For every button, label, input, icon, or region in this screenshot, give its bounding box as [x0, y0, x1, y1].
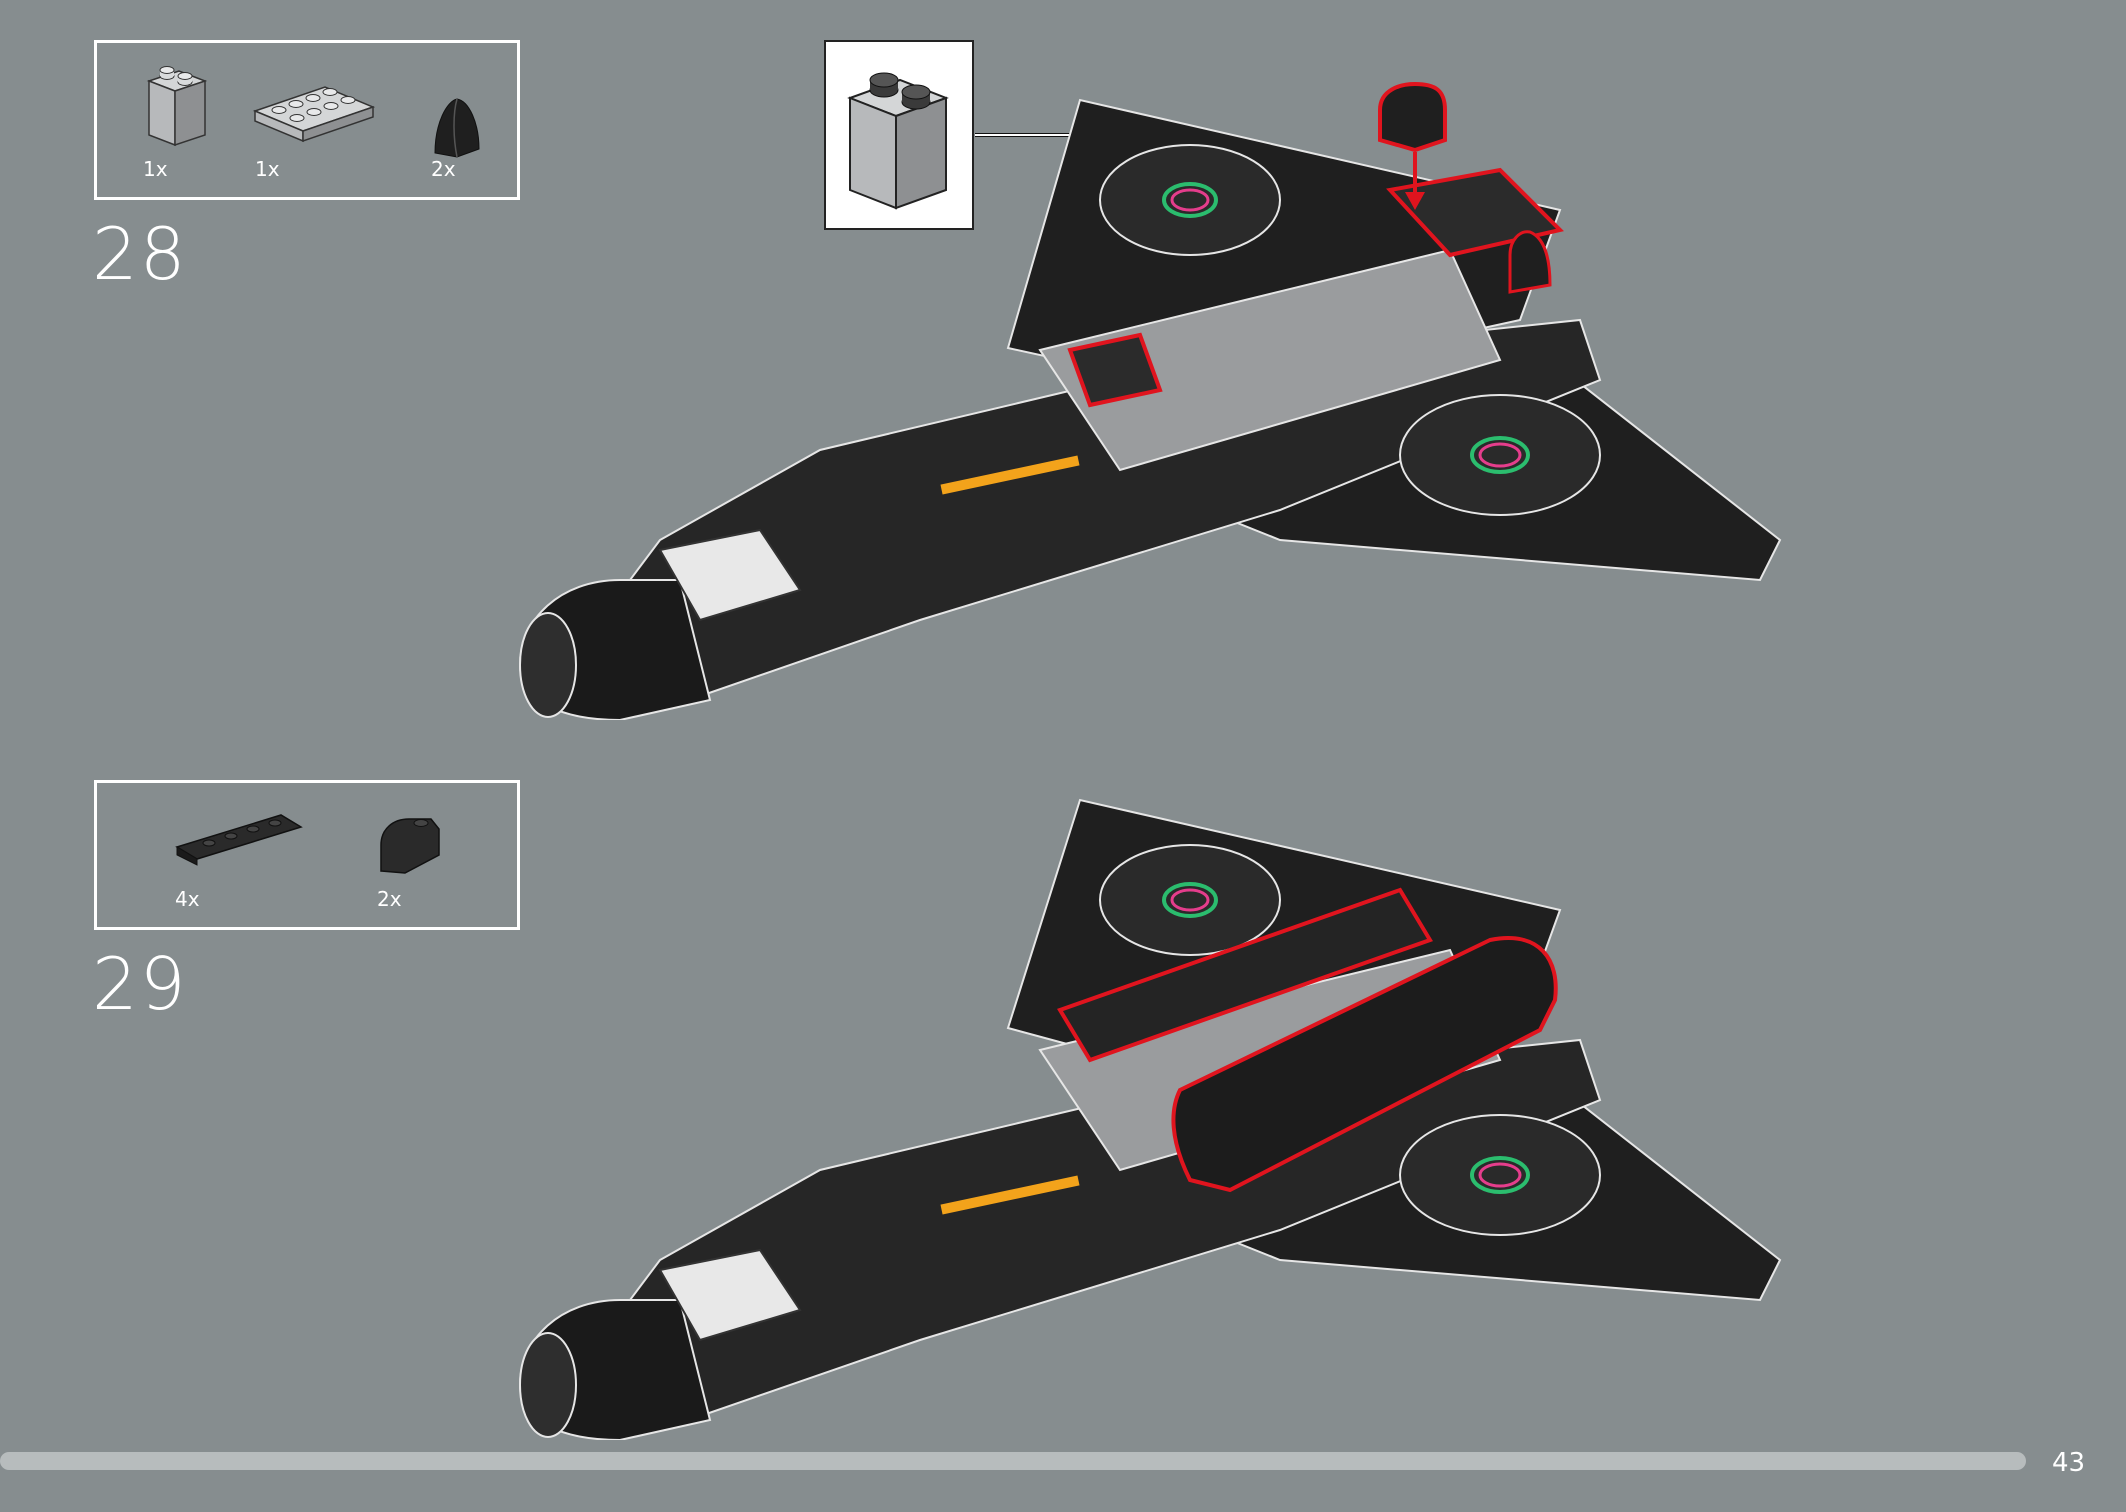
gray-brick-1x2x2-icon — [146, 66, 208, 147]
fuselage — [598, 318, 1602, 712]
part-qty: 4x — [175, 887, 200, 911]
new-part-highlight — [1067, 332, 1163, 408]
engine-disc-bottom — [1399, 394, 1601, 516]
part-qty: 1x — [255, 157, 280, 181]
new-part-highlight — [1171, 936, 1558, 1193]
new-part-highlight — [1378, 81, 1447, 153]
sub-assembly-callout — [824, 40, 974, 230]
part-qty: 2x — [431, 157, 456, 181]
black-curved-slope-1x4-icon — [175, 814, 303, 866]
part-qty: 2x — [377, 887, 402, 911]
parts-list-step-29: 4x 2x — [94, 780, 520, 930]
step-number: 28 — [92, 212, 188, 296]
shuttle-model-step-29 — [518, 798, 1782, 1440]
parts-list-step-28: 1x 1x 2x — [94, 40, 520, 200]
part-qty: 1x — [143, 157, 168, 181]
shuttle-model-step-28 — [518, 81, 1782, 720]
progress-bar — [0, 1452, 2026, 1470]
gray-brick-1x2x2-icon — [847, 72, 949, 210]
gray-plate-2x4-icon — [252, 86, 376, 143]
step-number: 29 — [92, 942, 188, 1026]
fuselage — [598, 1038, 1602, 1432]
engine-disc-top — [1099, 844, 1281, 956]
black-curved-slope-2x2-icon — [380, 818, 440, 874]
page-number: 43 — [2052, 1448, 2086, 1478]
new-part-highlight — [1057, 887, 1433, 1063]
engine-disc-bottom — [1399, 1114, 1601, 1236]
cargo-bay — [1038, 248, 1502, 472]
new-part-highlight — [1386, 167, 1564, 258]
black-curved-slope-icon — [434, 98, 480, 158]
engine-disc-top — [1099, 144, 1281, 256]
